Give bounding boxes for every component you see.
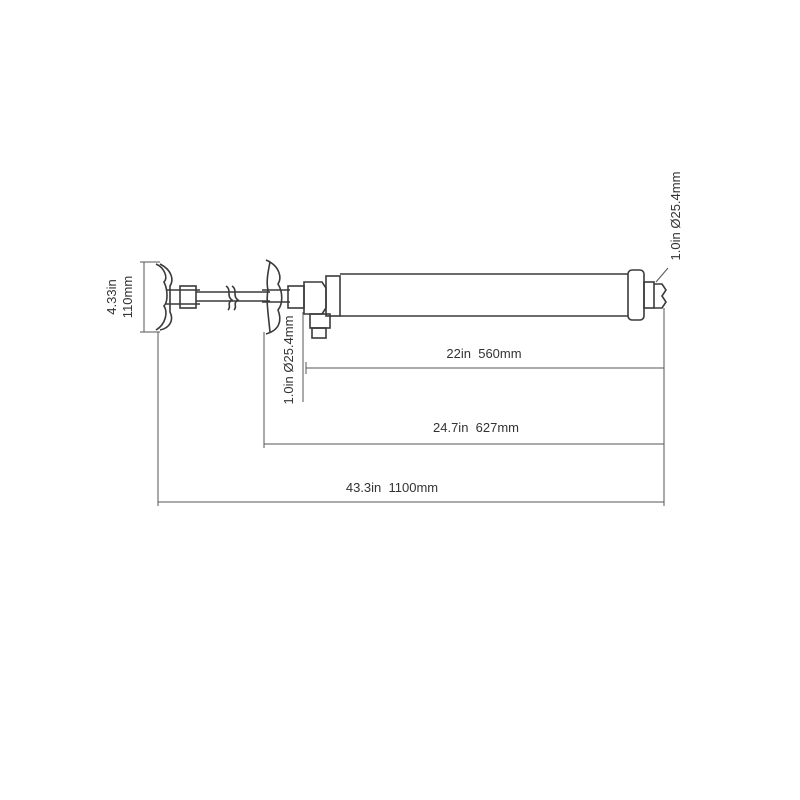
t-handle: [155, 263, 200, 331]
pump-barrel: [340, 269, 645, 321]
foot-plate: [262, 259, 290, 335]
overall-length-dimension: 43.3in 1100mm: [157, 332, 664, 506]
pump-rod: [196, 285, 270, 311]
pump-length-label: 24.7in 627mm: [433, 420, 519, 435]
pump-length-dimension: 24.7in 627mm: [263, 332, 664, 448]
hose-diameter-dimension: 1.0in Ø25.4mm: [281, 312, 304, 405]
pump-head: [287, 275, 341, 317]
hose-diameter-label: 1.0in Ø25.4mm: [281, 316, 296, 405]
handle-height-dimension: 4.33in 110mm: [104, 261, 160, 333]
overall-length-label: 43.3in 1100mm: [346, 480, 438, 495]
outlet-nozzle: [309, 313, 331, 339]
handle-height-mm: 110mm: [120, 276, 135, 318]
inlet-fitting: [643, 281, 667, 309]
barrel-length-dimension: 22in 560mm: [305, 346, 664, 374]
handle-height-inches: 4.33in: [104, 279, 119, 314]
inlet-diameter-label: 1.0in Ø25.4mm: [668, 172, 683, 261]
inlet-diameter-dimension: 1.0in Ø25.4mm: [655, 172, 683, 283]
barrel-length-label: 22in 560mm: [446, 346, 521, 361]
